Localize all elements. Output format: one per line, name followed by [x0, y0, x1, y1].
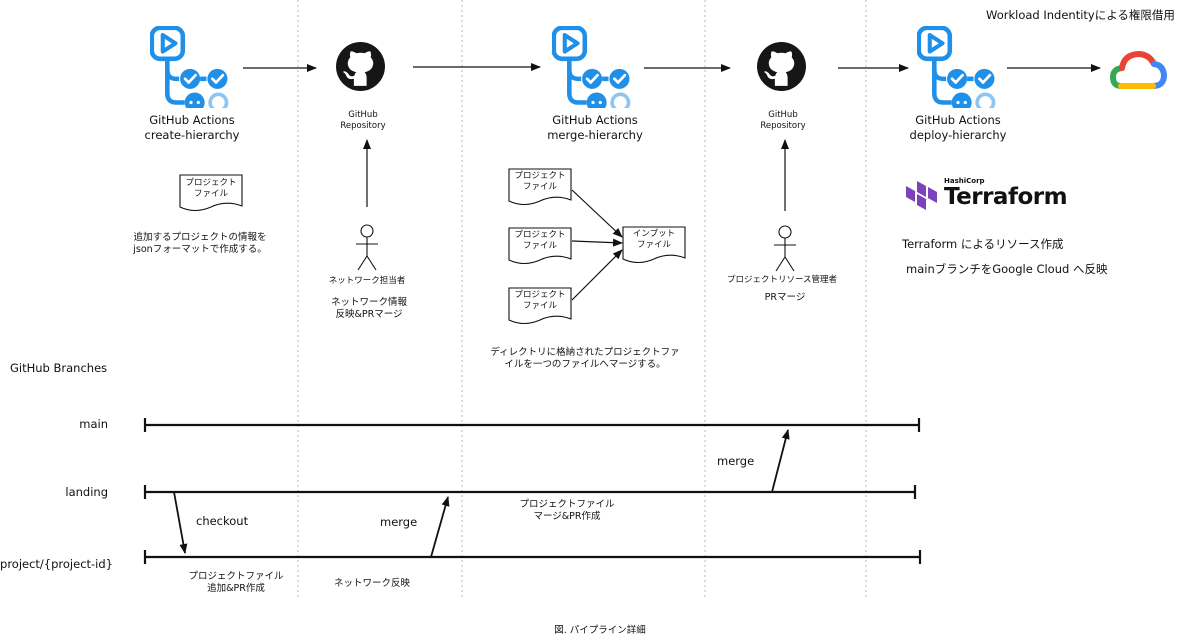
- top-right-note: Workload Indentityによる権限借用: [986, 8, 1175, 22]
- checkout-arrow: [173, 491, 188, 554]
- github-actions-icon: [554, 28, 630, 113]
- stage-name: create-hierarchy: [144, 127, 240, 142]
- network-reflect-label: ネットワーク反映: [334, 578, 411, 589]
- merge-label-left: merge: [380, 515, 418, 529]
- branch-arrows: [173, 429, 790, 558]
- resource-actor-label: プロジェクトリソース管理者: [726, 275, 838, 285]
- project-pr-label: プロジェクトファイルマージ&PR作成: [519, 499, 615, 523]
- merge-arrow-landing-to-main: [771, 429, 790, 493]
- terraform-description-2: mainブランチをGoogle Cloud へ反映: [906, 262, 1108, 276]
- pr-merge-label: PRマージ: [764, 292, 806, 303]
- network-actor-label: ネットワーク担当者: [328, 276, 406, 286]
- stage-name: deploy-hierarchy: [909, 127, 1007, 142]
- github-repository-icon: [336, 42, 385, 91]
- branch-label-project: project/{project-id}: [0, 557, 113, 571]
- merge-label-right: merge: [717, 454, 755, 468]
- stage-name: Repository: [340, 121, 386, 132]
- github-actions-icon: [152, 28, 228, 113]
- stage-title: GitHub Actions: [915, 113, 1001, 127]
- branch-label-main: main: [79, 417, 108, 431]
- branches-heading: GitHub Branches: [10, 361, 108, 375]
- repo2-stage-label: GitHub Repository: [760, 110, 805, 132]
- project-file-label: プロジェクトファイル: [185, 178, 237, 200]
- input-file-label: インプットファイル: [632, 229, 676, 251]
- project-file-label: プロジェクトファイル: [514, 290, 566, 312]
- google-cloud-icon: [1109, 50, 1168, 89]
- stage-title: GitHub: [768, 110, 798, 120]
- resource-admin-actor-icon: [773, 225, 797, 272]
- arrow-file1-to-input: [571, 189, 623, 238]
- branch-lines: [143, 418, 922, 564]
- network-admin-actor-icon: [355, 224, 379, 271]
- project-file-label: プロジェクトファイル: [514, 230, 566, 252]
- merge-description: ディレクトリに格納されたプロジェクトファイルを一つのファイルへマージする。: [490, 347, 680, 371]
- deploy-stage-label: GitHub Actions deploy-hierarchy: [910, 113, 1007, 143]
- stage-title: GitHub Actions: [552, 113, 638, 127]
- add-pr-label: プロジェクトファイル追加&PR作成: [188, 571, 284, 595]
- arrow-file3-to-input: [571, 249, 623, 301]
- branch-label-landing: landing: [65, 485, 108, 499]
- stage-name: Repository: [760, 121, 806, 132]
- arrow-file2-to-input: [571, 238, 623, 247]
- checkout-label: checkout: [196, 514, 249, 528]
- terraform-logo-text: HashiCorp Terraform: [944, 177, 1068, 210]
- github-actions-icon: [919, 28, 995, 113]
- stage-name: merge-hierarchy: [547, 127, 643, 142]
- stage-title: GitHub: [348, 110, 378, 120]
- network-description: ネットワーク情報反映&PRマージ: [330, 297, 408, 321]
- repo1-stage-label: GitHub Repository: [340, 110, 385, 132]
- figure-caption: 図. パイプライン詳細: [554, 625, 646, 636]
- terraform-brand: Terraform: [944, 184, 1068, 210]
- stage-title: GitHub Actions: [149, 113, 235, 127]
- merge-arrow-project-to-landing: [430, 496, 450, 558]
- github-repository-icon: [757, 42, 806, 91]
- pipeline-arrows: [243, 63, 1101, 301]
- terraform-description-1: Terraform によるリソース作成: [902, 237, 1064, 251]
- project-file-label: プロジェクトファイル: [514, 171, 566, 193]
- create-stage-label: GitHub Actions create-hierarchy: [145, 113, 240, 143]
- merge-stage-label: GitHub Actions merge-hierarchy: [547, 113, 643, 143]
- terraform-brand-small: HashiCorp: [944, 177, 985, 185]
- terraform-icon: [906, 181, 937, 210]
